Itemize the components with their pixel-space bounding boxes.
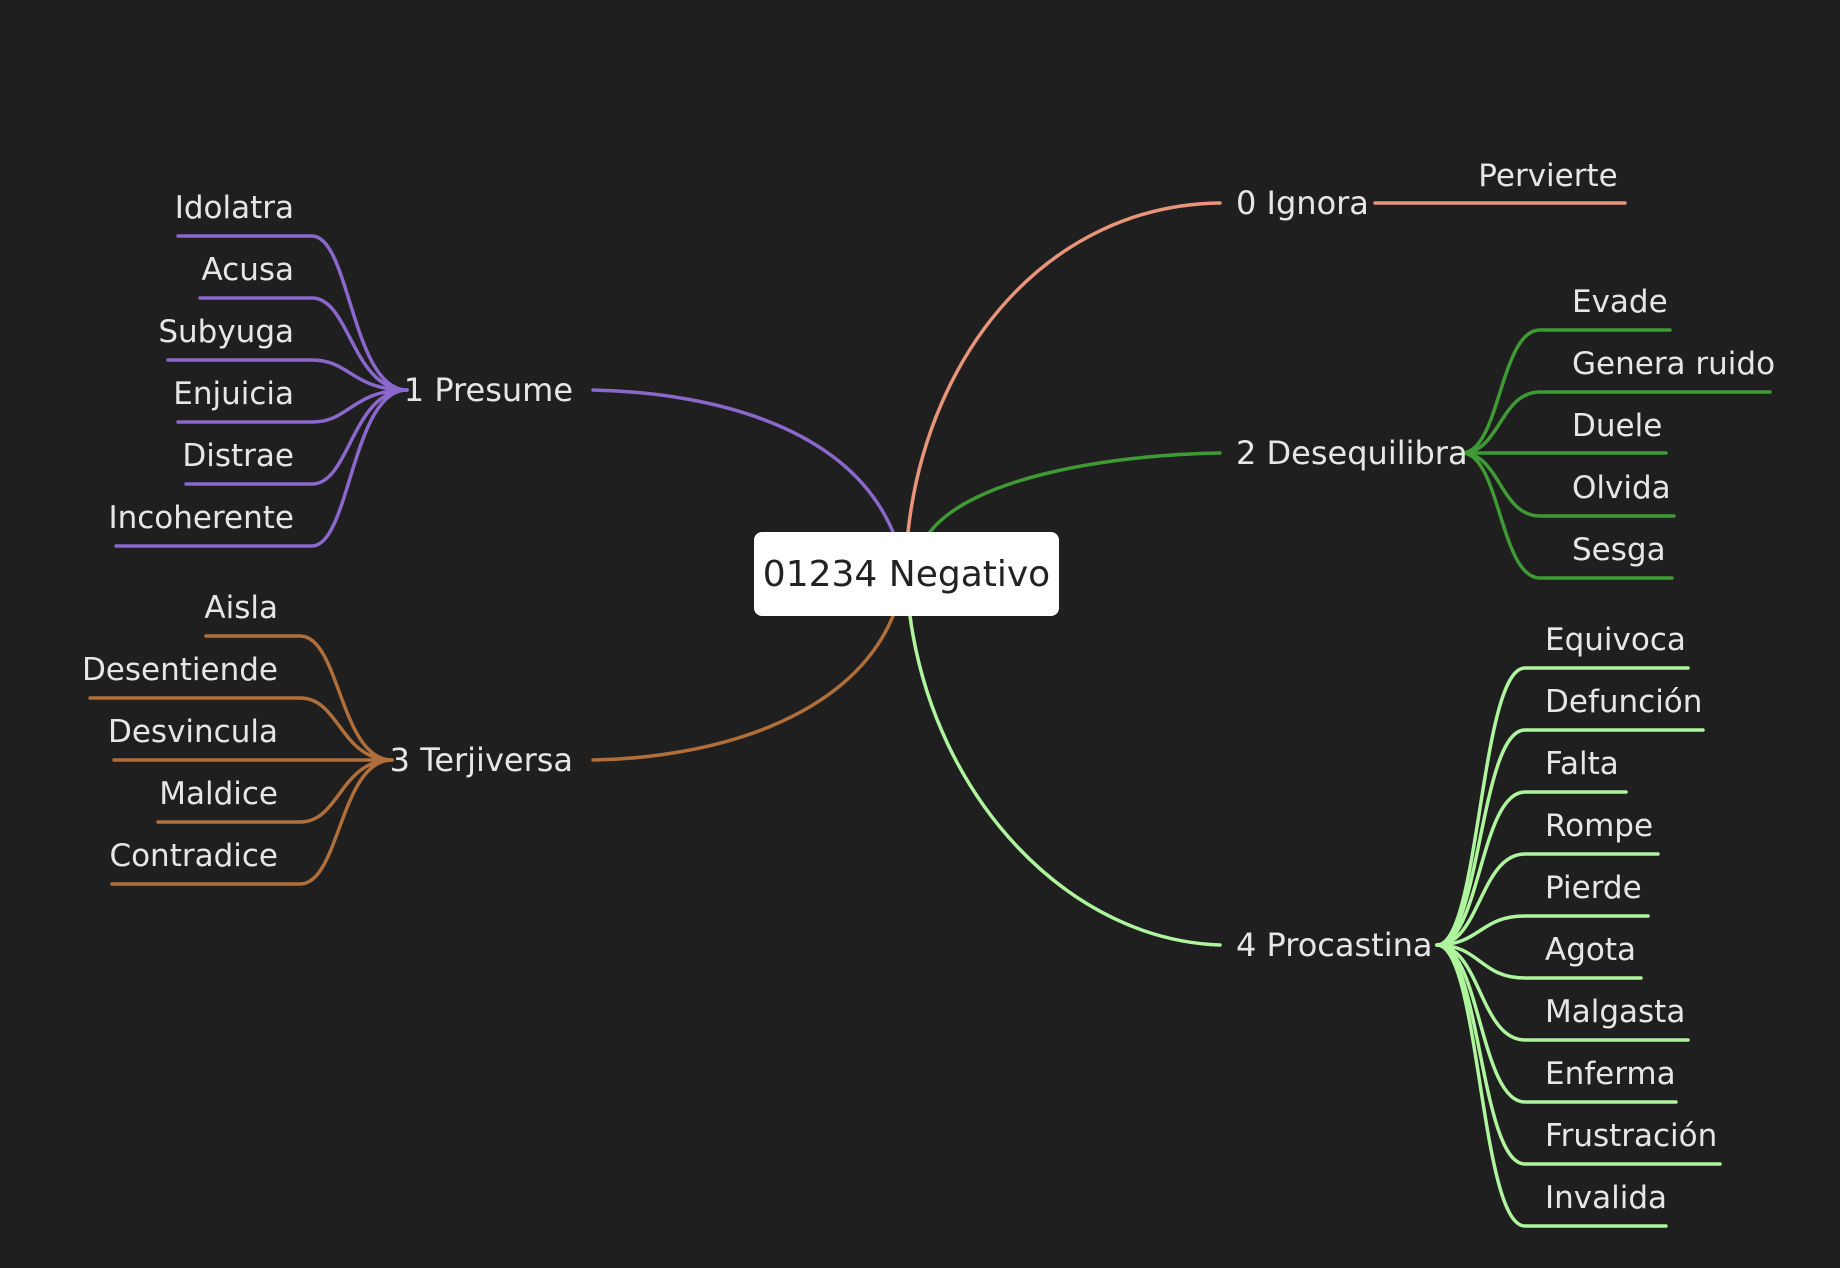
leaf-duele[interactable]: Duele [1572, 408, 1662, 444]
connector-aisla [204, 634, 394, 762]
connector-subyuga [166, 358, 409, 392]
connector-agota [1435, 943, 1643, 980]
leaf-enferma[interactable]: Enferma [1545, 1056, 1676, 1092]
root-node[interactable]: 01234 Negativo [754, 532, 1059, 616]
connector-genera-ruido [1460, 390, 1772, 455]
leaf-maldice[interactable]: Maldice [159, 776, 278, 812]
leaf-genera-ruido[interactable]: Genera ruido [1572, 346, 1775, 382]
connector-rompe [1435, 852, 1660, 947]
connector-idolatra [176, 234, 409, 392]
connector-olvida [1460, 451, 1676, 518]
leaf-agota[interactable]: Agota [1545, 932, 1636, 968]
leaf-defuncion[interactable]: Defunción [1545, 684, 1702, 720]
connector-contradice [110, 758, 394, 886]
connector-desentiende [88, 696, 394, 762]
connector-pierde [1435, 914, 1650, 947]
connector-equivoca [1435, 666, 1690, 947]
leaf-contradice[interactable]: Contradice [109, 838, 278, 874]
leaf-aisla[interactable]: Aisla [204, 590, 278, 626]
root-node-label: 01234 Negativo [762, 553, 1051, 595]
leaf-evade[interactable]: Evade [1572, 284, 1668, 320]
leaf-malgasta[interactable]: Malgasta [1545, 994, 1685, 1030]
leaf-enjuicia[interactable]: Enjuicia [173, 376, 294, 412]
branch-label-terjiversa[interactable]: 3 Terjiversa [390, 741, 573, 779]
leaf-rompe[interactable]: Rompe [1545, 808, 1653, 844]
connector-enjuicia [176, 388, 409, 424]
branch-label-ignora[interactable]: 0 Ignora [1236, 184, 1369, 222]
leaf-subyuga[interactable]: Subyuga [158, 314, 294, 350]
connector-invalida [1435, 943, 1668, 1228]
connector-distrae [184, 388, 409, 486]
leaf-equivoca[interactable]: Equivoca [1545, 622, 1686, 658]
leaf-desvincula[interactable]: Desvincula [108, 714, 278, 750]
connector-acusa [198, 296, 409, 392]
leaf-desentiende[interactable]: Desentiende [82, 652, 278, 688]
leaf-falta[interactable]: Falta [1545, 746, 1619, 782]
connector-desequilibra [928, 451, 1222, 534]
leaf-pierde[interactable]: Pierde [1545, 870, 1642, 906]
connector-terjiversa [591, 614, 895, 762]
connector-incoherente [114, 388, 409, 548]
connector-procastina [908, 614, 1222, 947]
connector-sesga [1460, 451, 1674, 580]
connector-falta [1435, 790, 1628, 947]
branch-label-presume[interactable]: 1 Presume [404, 371, 573, 409]
connector-evade [1460, 328, 1672, 455]
leaf-olvida[interactable]: Olvida [1572, 470, 1671, 506]
leaf-sesga[interactable]: Sesga [1572, 532, 1666, 568]
connector-presume [591, 388, 895, 534]
leaf-pervierte[interactable]: Pervierte [1478, 158, 1617, 194]
leaf-invalida[interactable]: Invalida [1545, 1180, 1667, 1216]
leaf-incoherente[interactable]: Incoherente [108, 500, 294, 536]
branch-label-desequilibra[interactable]: 2 Desequilibra [1236, 434, 1468, 472]
leaf-distrae[interactable]: Distrae [182, 438, 294, 474]
connector-malgasta [1435, 943, 1690, 1042]
connector-defuncion [1435, 728, 1705, 947]
connector-ignora [906, 201, 1222, 534]
leaf-acusa[interactable]: Acusa [201, 252, 294, 288]
branch-label-procastina[interactable]: 4 Procastina [1236, 926, 1433, 964]
leaf-frustracion[interactable]: Frustración [1545, 1118, 1717, 1154]
connector-maldice [156, 758, 394, 824]
leaf-idolatra[interactable]: Idolatra [175, 190, 294, 226]
